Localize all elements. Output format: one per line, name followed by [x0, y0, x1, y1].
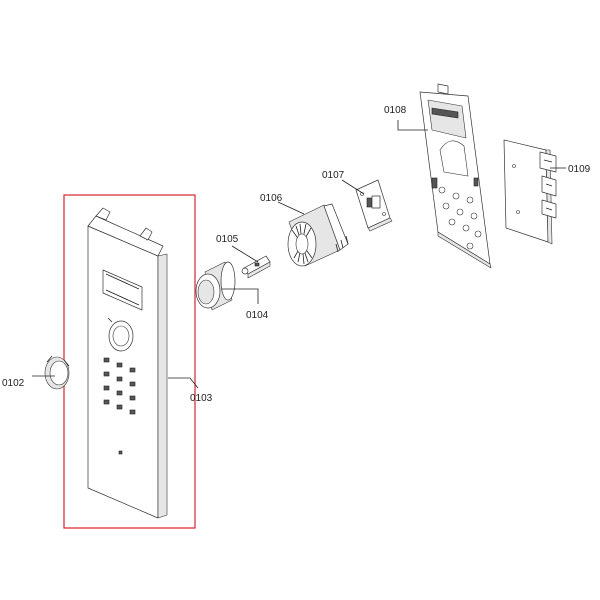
component-holes	[431, 177, 482, 250]
part-0103-control-panel[interactable]	[63, 194, 196, 529]
button-icons	[103, 357, 136, 415]
label-0105: 0105	[216, 234, 239, 245]
part-0109-power-module[interactable]	[503, 139, 557, 245]
part-0104-rotary-knob[interactable]	[195, 261, 236, 311]
part-labels: 0102 0103 0104 0105 0106 0107 0108 0109	[2, 105, 591, 404]
leader-lines	[32, 120, 566, 389]
label-0108: 0108	[384, 105, 407, 116]
label-0103: 0103	[190, 393, 213, 404]
label-0107: 0107	[322, 170, 345, 181]
label-0102: 0102	[2, 378, 25, 389]
part-0102-knob-ring[interactable]	[44, 355, 70, 390]
label-0109: 0109	[568, 164, 591, 175]
part-0105-shaft-coupler[interactable]	[241, 255, 271, 279]
label-0104: 0104	[246, 310, 269, 321]
part-0108-control-module[interactable]	[419, 83, 492, 269]
part-0106-encoder[interactable]	[287, 203, 349, 267]
part-0107-encoder-board[interactable]	[355, 179, 393, 232]
label-0106: 0106	[260, 193, 283, 204]
